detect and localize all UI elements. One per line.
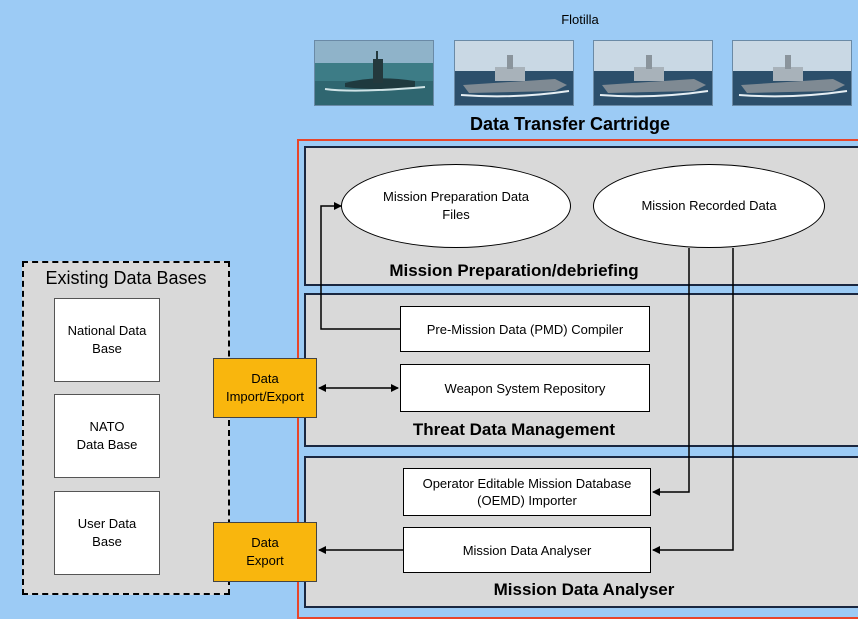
user-data-base-box[interactable]: User Data Base [54,491,160,575]
mission-data-analyser-box[interactable]: Mission Data Analyser [403,527,651,573]
oemd-importer-box[interactable]: Operator Editable Mission Database (OEMD… [403,468,651,516]
data-import-export-box[interactable]: Data Import/Export [213,358,317,418]
national-data-base-box[interactable]: National Data Base [54,298,160,382]
cartridge-title: Data Transfer Cartridge [469,114,671,134]
weapon-system-repository-box[interactable]: Weapon System Repository [400,364,650,412]
mission-preparation-files-node[interactable]: Mission Preparation Data Files [341,164,571,248]
flotilla-label: Flotilla [561,12,599,27]
threat-data-management-title: Threat Data Management [412,420,616,439]
existing-data-bases-title: Existing Data Bases [45,268,207,288]
ship-image-1 [454,40,574,106]
mission-preparation-title: Mission Preparation/debriefing [389,261,639,280]
nato-data-base-box[interactable]: NATO Data Base [54,394,160,478]
data-export-box[interactable]: Data Export [213,522,317,582]
submarine-image [314,40,434,106]
ship-image-2 [593,40,713,106]
ship-image-3 [732,40,852,106]
pmd-compiler-box[interactable]: Pre-Mission Data (PMD) Compiler [400,306,650,352]
mission-recorded-data-node[interactable]: Mission Recorded Data [593,164,825,248]
mission-data-analyser-title: Mission Data Analyser [493,580,675,599]
